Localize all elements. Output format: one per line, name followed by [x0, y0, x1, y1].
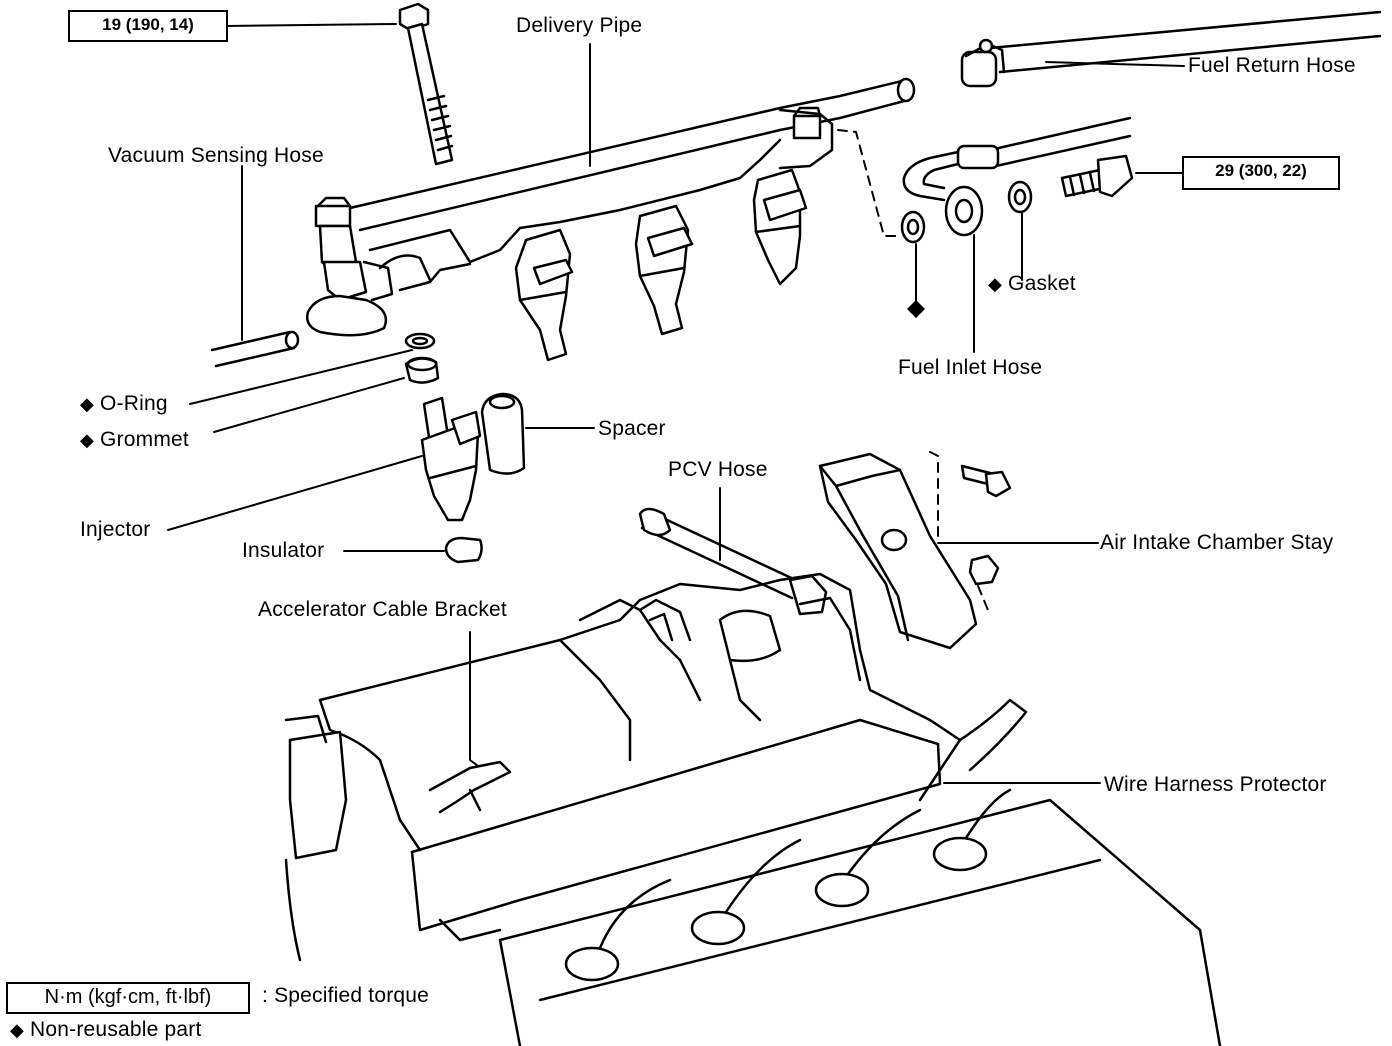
label-gasket: ◆Gasket — [988, 272, 1076, 296]
label-o-ring-text: O-Ring — [100, 392, 168, 415]
torque-box-union-bolt: 29 (300, 22) — [1182, 156, 1340, 190]
gasket-right — [1009, 182, 1031, 212]
pcv-hose — [640, 509, 826, 614]
fuel-return-hose — [962, 12, 1380, 86]
air-intake-chamber-stay — [820, 452, 988, 648]
cylinder-head-cover — [500, 790, 1220, 1046]
label-air-intake-chamber-stay: Air Intake Chamber Stay — [1100, 531, 1334, 554]
pressure-regulator — [307, 198, 392, 335]
delivery-pipe-bolt — [400, 4, 452, 164]
label-fuel-inlet-hose: Fuel Inlet Hose — [898, 356, 1043, 379]
nonreusable-markers — [907, 300, 925, 318]
label-fuel-return-hose: Fuel Return Hose — [1188, 54, 1356, 77]
torque-box-delivery-pipe-bolt: 19 (190, 14) — [68, 10, 228, 42]
nonreusable-diamond-icon: ◆ — [10, 1020, 25, 1040]
label-spacer: Spacer — [598, 417, 666, 440]
accelerator-cable-bracket — [430, 762, 510, 812]
label-grommet-text: Grommet — [100, 428, 189, 451]
legend-nonreusable-text: Non-reusable part — [30, 1018, 202, 1041]
legend-torque-unit-box: N·m (kgf·cm, ft·lbf) — [6, 982, 250, 1014]
label-insulator: Insulator — [242, 539, 325, 562]
nonreusable-diamond-icon: ◆ — [80, 430, 95, 450]
label-accelerator-cable-bracket: Accelerator Cable Bracket — [258, 598, 507, 621]
label-grommet: ◆Grommet — [80, 428, 189, 452]
stay-bolt — [962, 466, 1010, 496]
vacuum-sensing-hose — [212, 332, 298, 366]
label-gasket-text: Gasket — [1008, 272, 1076, 295]
banjo-fitting — [946, 187, 982, 235]
gasket-left — [902, 212, 924, 242]
union-bolt — [1062, 156, 1132, 196]
nonreusable-diamond-icon: ◆ — [80, 394, 95, 414]
nonreusable-diamond-icon: ◆ — [988, 274, 1003, 294]
fuel-inlet-hose — [904, 118, 1130, 200]
injector — [422, 398, 480, 520]
label-vacuum-sensing-hose: Vacuum Sensing Hose — [108, 144, 324, 167]
label-injector: Injector — [80, 518, 151, 541]
label-o-ring: ◆O-Ring — [80, 392, 168, 416]
delivery-pipe-assembly — [350, 79, 914, 360]
legend-nonreusable: ◆Non-reusable part — [10, 1018, 202, 1042]
wire-harness-protector — [412, 700, 1026, 940]
label-delivery-pipe: Delivery Pipe — [516, 14, 643, 37]
grommet — [406, 358, 438, 383]
label-wire-harness-protector: Wire Harness Protector — [1104, 773, 1327, 796]
o-ring — [406, 334, 434, 348]
legend-torque-desc: : Specified torque — [262, 984, 430, 1007]
intake-manifold — [320, 574, 960, 850]
leader-lines — [168, 24, 1184, 783]
insulator — [446, 538, 482, 562]
ignition-coil-connector — [286, 716, 346, 960]
assembly-line-inlet — [838, 130, 900, 236]
spacer — [482, 394, 524, 474]
label-pcv-hose: PCV Hose — [668, 458, 768, 481]
stay-nut — [970, 556, 998, 584]
